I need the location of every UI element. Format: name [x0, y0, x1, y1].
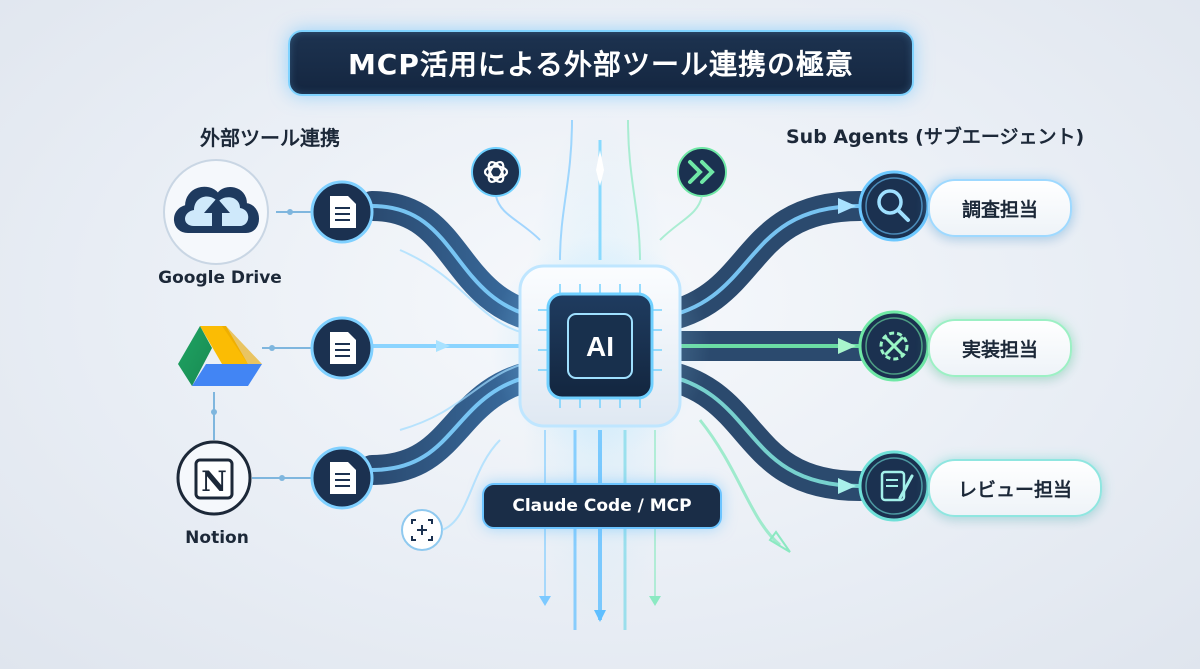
forward-chevrons-icon — [677, 147, 727, 197]
page-title: MCP活用による外部ツール連携の極意 — [288, 30, 914, 96]
clipboard-pen-icon — [858, 450, 930, 522]
cloud-upload-icon — [163, 159, 269, 265]
left-section-heading: 外部ツール連携 — [200, 126, 340, 150]
right-section-heading: Sub Agents (サブエージェント) — [786, 126, 1085, 148]
document-node-1 — [310, 180, 374, 244]
ai-chip-label: AI — [586, 331, 614, 362]
agent-implementation: 実装担当 — [928, 319, 1072, 377]
document-node-2 — [310, 316, 374, 380]
tool-caption-notion: Notion — [185, 528, 249, 548]
agent-review: レビュー担当 — [928, 459, 1102, 517]
tool-caption-google-drive: Google Drive — [158, 268, 282, 288]
notion-logo-icon: N — [176, 440, 252, 516]
gear-tools-icon — [858, 310, 930, 382]
openai-logo-icon — [471, 147, 521, 197]
ai-chip: AI — [490, 236, 710, 456]
magnifier-icon — [858, 170, 930, 242]
claude-code-mcp-label: Claude Code / MCP — [482, 483, 722, 529]
agent-research: 調査担当 — [928, 179, 1072, 237]
svg-text:N: N — [201, 465, 227, 498]
google-drive-logo-icon — [178, 326, 262, 386]
document-node-3 — [310, 446, 374, 510]
add-frame-icon — [401, 509, 443, 551]
